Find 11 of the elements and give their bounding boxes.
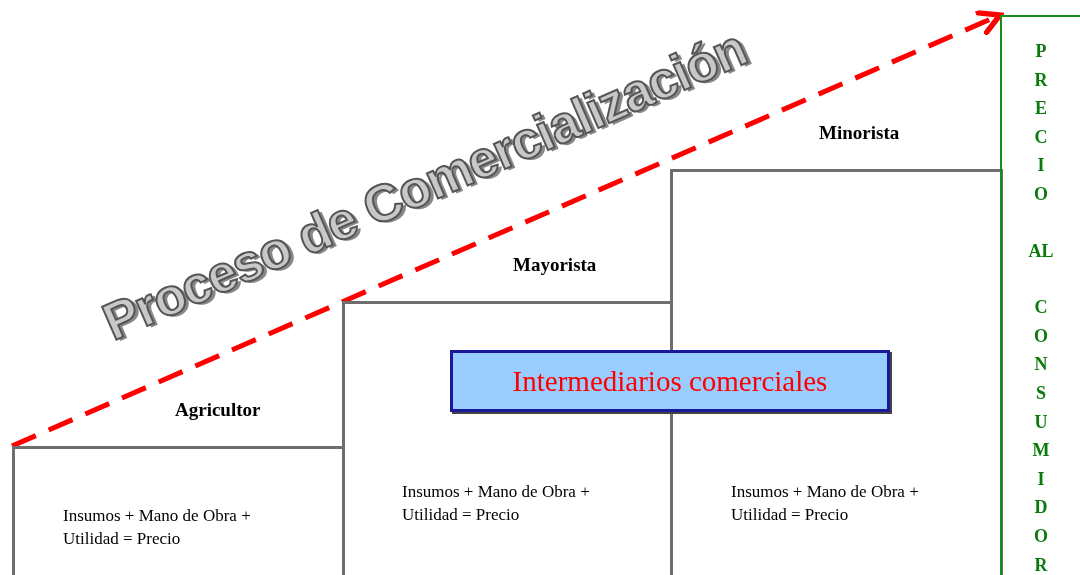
step-heading: Agricultor: [175, 399, 261, 421]
dashed-arrow: [11, 10, 1003, 449]
cost-formula: Insumos + Mano de Obra + Utilidad = Precio: [402, 481, 591, 526]
cost-formula: Insumos + Mano de Obra + Utilidad = Precio: [63, 505, 252, 550]
step-heading: Minorista: [819, 122, 900, 144]
banner-box: [450, 350, 890, 412]
banner-text: Intermediarios comerciales: [512, 364, 828, 398]
price-column: [1000, 15, 1080, 575]
step-heading: Mayorista: [513, 254, 597, 276]
cost-formula: Insumos + Mano de Obra + Utilidad = Precio: [731, 481, 920, 526]
vertical-label: PRECIO AL CONSUMIDOR: [1028, 40, 1054, 575]
